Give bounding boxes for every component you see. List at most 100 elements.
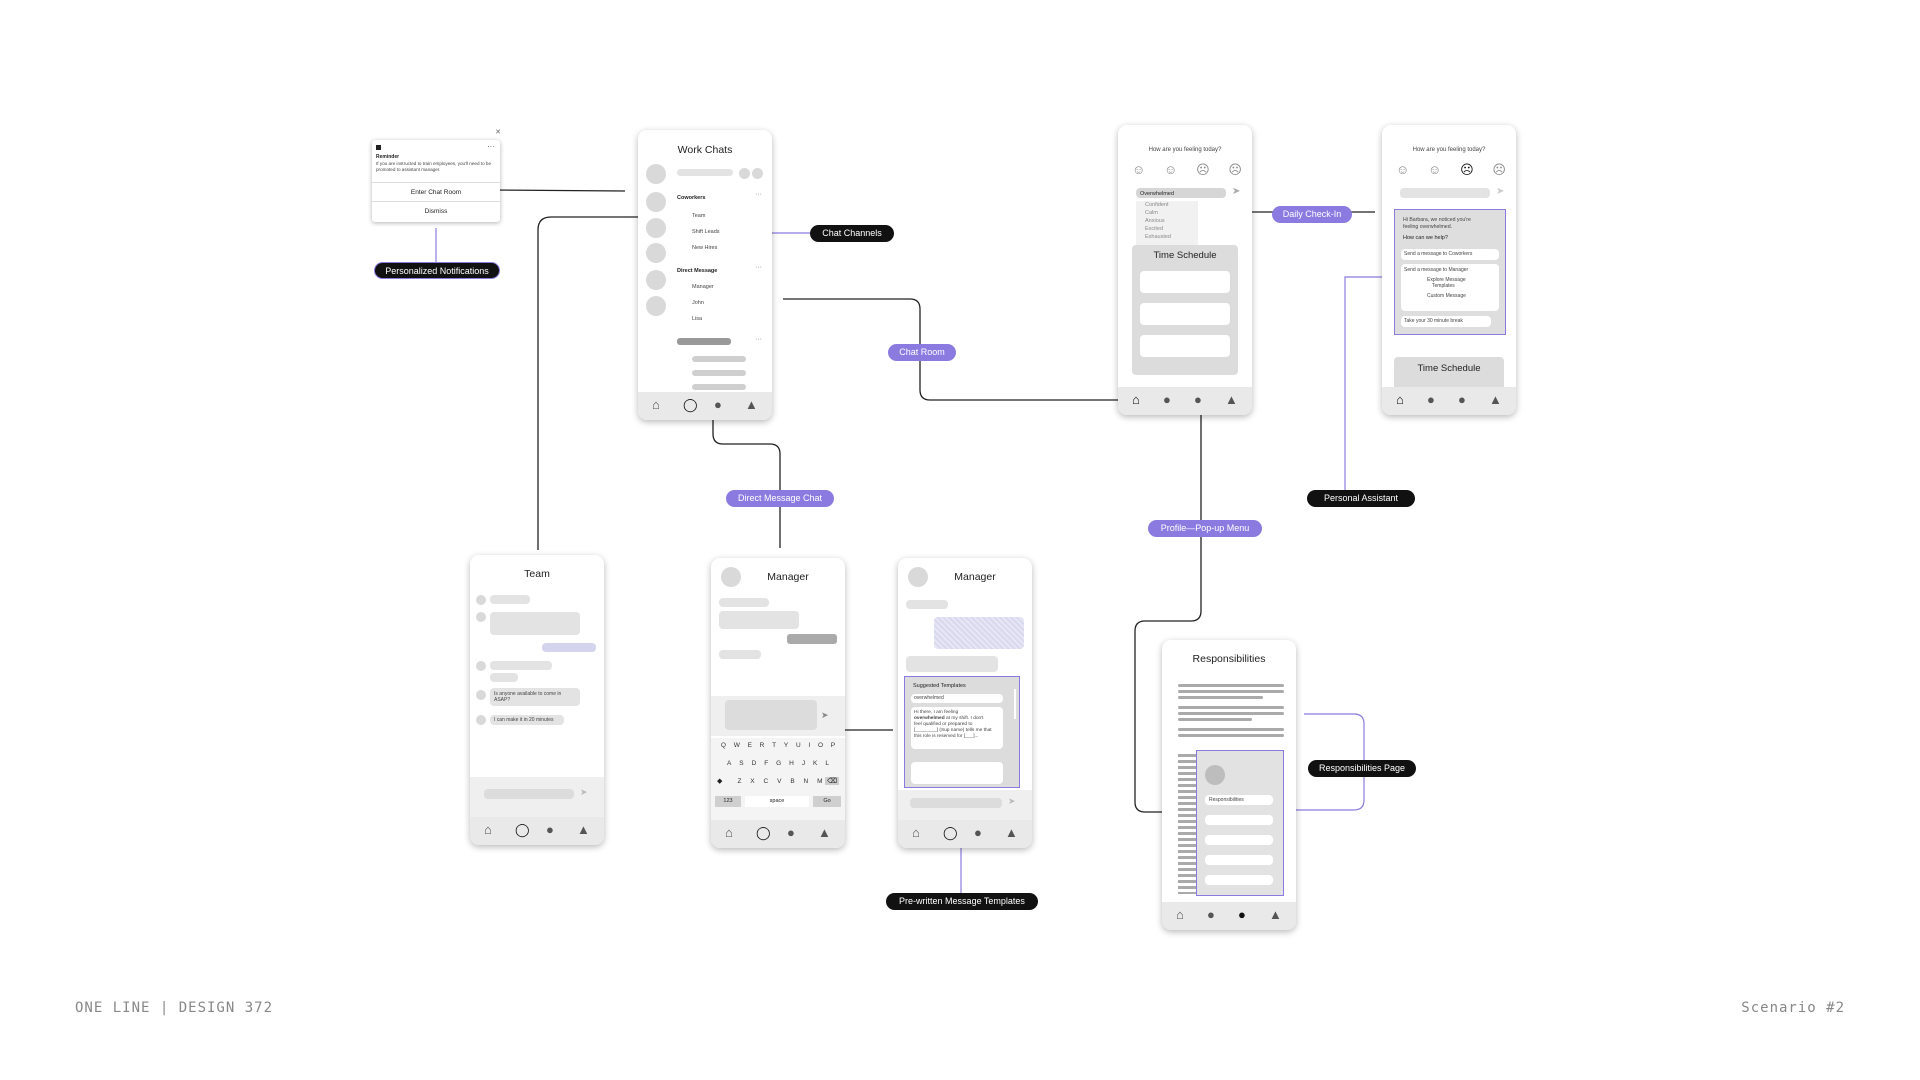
delete-key[interactable]: ⌫: [825, 777, 839, 785]
alert-icon[interactable]: ▲: [1005, 825, 1018, 840]
profile-icon[interactable]: ●: [1194, 392, 1202, 407]
key-b[interactable]: B: [790, 778, 795, 785]
mood-option[interactable]: Anxious: [1145, 218, 1165, 224]
home-icon[interactable]: ⌂: [1396, 392, 1404, 407]
happy-face-icon[interactable]: ☺: [1396, 162, 1410, 177]
dismiss-button[interactable]: Dismiss: [372, 201, 500, 221]
key-space[interactable]: space: [745, 796, 809, 807]
more-icon[interactable]: ···: [755, 191, 762, 198]
profile-icon[interactable]: ●: [787, 825, 795, 840]
alert-icon[interactable]: ▲: [1225, 392, 1238, 407]
home-icon[interactable]: ⌂: [1176, 907, 1184, 922]
key-l[interactable]: L: [825, 760, 829, 767]
mood-input[interactable]: [1400, 188, 1490, 198]
chat-icon[interactable]: ●: [1427, 392, 1435, 407]
key-c[interactable]: C: [763, 778, 769, 785]
key-h[interactable]: H: [789, 760, 794, 767]
message-input[interactable]: [910, 798, 1002, 808]
schedule-slot[interactable]: [1140, 303, 1230, 325]
key-x[interactable]: X: [750, 778, 755, 785]
chat-icon[interactable]: ◯: [515, 822, 530, 837]
send-icon[interactable]: ➤: [1496, 186, 1505, 197]
alert-icon[interactable]: ▲: [818, 825, 831, 840]
key-y[interactable]: Y: [783, 742, 789, 749]
channel-shift-leads[interactable]: Shift Leads: [692, 229, 720, 235]
send-icon[interactable]: ➤: [1008, 796, 1016, 806]
happy-face-icon[interactable]: ☺: [1132, 162, 1146, 177]
dm-john[interactable]: John: [692, 300, 704, 306]
key-k[interactable]: K: [813, 760, 818, 767]
explore-templates-option[interactable]: Explore Message: [1427, 277, 1466, 283]
schedule-slot[interactable]: [1140, 271, 1230, 293]
profile-icon[interactable]: ●: [974, 825, 982, 840]
key-i[interactable]: I: [808, 742, 811, 749]
send-to-manager-option[interactable]: Send a message to Manager Explore Messag…: [1401, 264, 1499, 311]
key-p[interactable]: P: [830, 742, 836, 749]
profile-icon[interactable]: ●: [546, 822, 554, 837]
home-icon[interactable]: ⌂: [725, 825, 733, 840]
profile-icon[interactable]: ●: [1238, 907, 1246, 922]
send-icon[interactable]: ➤: [1232, 186, 1241, 197]
schedule-slot[interactable]: [1140, 335, 1230, 357]
key-g[interactable]: G: [776, 760, 782, 767]
alert-icon[interactable]: ▲: [577, 822, 590, 837]
template-card[interactable]: Hi there, I am feeling overwhelmed at my…: [911, 707, 1003, 749]
send-icon[interactable]: ➤: [580, 787, 588, 797]
key-u[interactable]: U: [795, 742, 801, 749]
profile-icon[interactable]: ●: [1458, 392, 1466, 407]
profile-icon[interactable]: ●: [714, 397, 722, 412]
message-input[interactable]: [484, 789, 574, 799]
sad-face-icon[interactable]: ☹: [1460, 162, 1474, 177]
key-a[interactable]: A: [726, 760, 732, 767]
more-icon[interactable]: ···: [755, 264, 762, 271]
shift-key[interactable]: ◆: [717, 778, 723, 785]
popup-item[interactable]: [1205, 855, 1273, 865]
message-input[interactable]: [725, 700, 817, 730]
smile-face-icon[interactable]: ☺: [1164, 162, 1178, 177]
dm-manager[interactable]: Manager: [692, 284, 714, 290]
key-go[interactable]: Go: [813, 796, 841, 807]
scrollbar[interactable]: [1014, 689, 1016, 719]
mood-input[interactable]: [1136, 188, 1226, 198]
key-n[interactable]: N: [803, 778, 809, 785]
key-r[interactable]: R: [759, 742, 765, 749]
alert-icon[interactable]: ▲: [1489, 392, 1502, 407]
upset-face-icon[interactable]: ☹: [1492, 162, 1506, 177]
mood-option[interactable]: Confident: [1145, 202, 1169, 208]
home-icon[interactable]: ⌂: [484, 822, 492, 837]
channel-team[interactable]: Team: [692, 213, 706, 219]
key-123[interactable]: 123: [715, 796, 741, 807]
channel-new-hires[interactable]: New Hires: [692, 245, 718, 251]
home-icon[interactable]: ⌂: [652, 397, 660, 412]
alert-icon[interactable]: ▲: [745, 397, 758, 412]
chat-icon[interactable]: ◯: [756, 825, 771, 840]
more-icon[interactable]: ···: [755, 336, 762, 343]
key-v[interactable]: V: [777, 778, 782, 785]
key-q[interactable]: Q: [720, 742, 726, 749]
dm-lisa[interactable]: Lisa: [692, 316, 703, 322]
mood-option[interactable]: Exhausted: [1145, 234, 1171, 240]
key-f[interactable]: F: [764, 760, 769, 767]
custom-message-option[interactable]: Custom Message: [1427, 293, 1466, 299]
chat-icon[interactable]: ◯: [943, 825, 958, 840]
popup-item[interactable]: Responsibilities: [1205, 795, 1273, 805]
key-e[interactable]: E: [747, 742, 752, 749]
close-icon[interactable]: ✕: [495, 129, 501, 136]
key-o[interactable]: O: [817, 742, 824, 749]
chat-icon[interactable]: ●: [1207, 907, 1215, 922]
key-t[interactable]: T: [772, 742, 777, 749]
enter-chat-room-button[interactable]: Enter Chat Room: [372, 182, 500, 202]
send-to-coworkers-option[interactable]: Send a message to Coworkers: [1401, 249, 1499, 260]
chat-icon[interactable]: ◯: [683, 397, 698, 412]
template-filter[interactable]: overwhelmed: [911, 694, 1003, 703]
mood-option[interactable]: Excited: [1145, 226, 1164, 232]
more-icon[interactable]: ···: [487, 142, 495, 151]
home-icon[interactable]: ⌂: [912, 825, 920, 840]
key-m[interactable]: M: [817, 778, 823, 785]
key-j[interactable]: J: [801, 760, 806, 767]
alert-icon[interactable]: ▲: [1269, 907, 1282, 922]
key-z[interactable]: Z: [737, 778, 742, 785]
take-break-option[interactable]: Take your 30 minute break: [1401, 316, 1491, 327]
key-s[interactable]: S: [739, 760, 744, 767]
mood-option[interactable]: Calm: [1145, 210, 1158, 216]
